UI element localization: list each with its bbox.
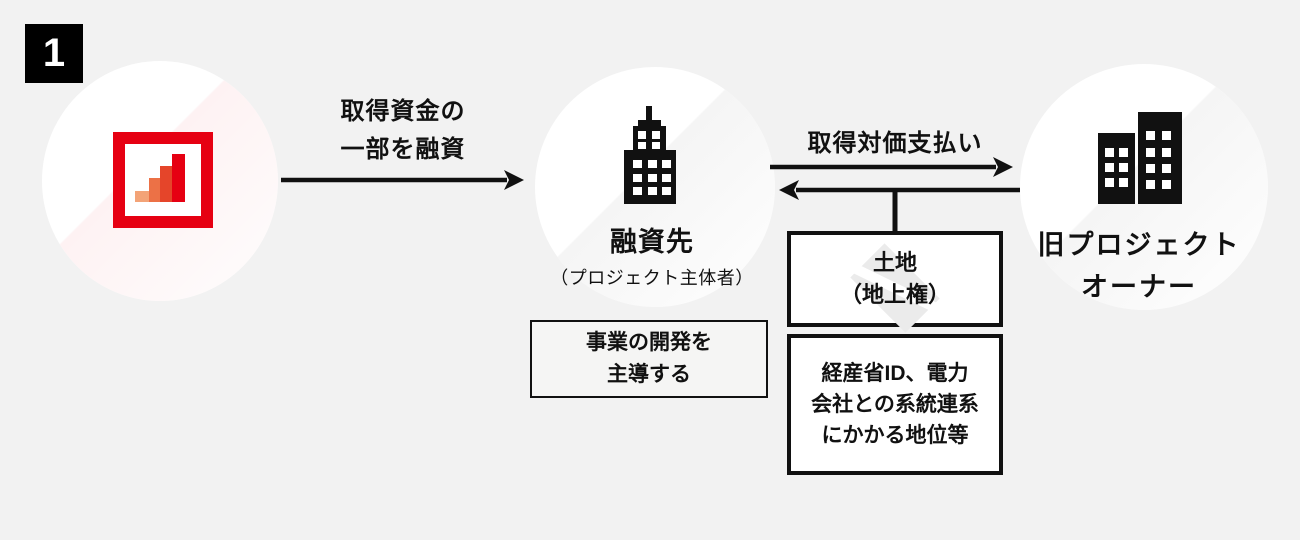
rights-transfer-box: 経産省ID、電力 会社との系統連系 にかかる地位等 [787, 334, 1003, 475]
land-transfer-box: 土地 （地上権） [787, 231, 1003, 333]
payment-arrow-label: 取得対価支払い [807, 130, 983, 157]
payment-arrow [770, 157, 1013, 177]
land-transfer-text: 土地 （地上権） [839, 250, 950, 307]
loan-arrow-label: 取得資金の 一部を融資 [340, 98, 466, 163]
loan-arrow [281, 170, 524, 190]
borrower-role-box: 事業の開発を 主導する [530, 320, 768, 398]
transfer-arrow [779, 180, 1020, 200]
old-owner-title: 旧プロジェクト オーナー [1037, 230, 1241, 302]
twin-buildings-icon [1098, 112, 1182, 204]
borrower-title: 融資先 [610, 227, 694, 257]
bar-chart-logo-icon [113, 132, 213, 228]
rights-transfer-text: 経産省ID、電力 会社との系統連系 にかかる地位等 [811, 362, 979, 447]
borrower-subtitle: （プロジェクト主体者） [550, 268, 754, 288]
borrower-role-text: 事業の開発を 主導する [586, 331, 712, 386]
office-building-icon [624, 106, 676, 204]
step-number-badge: 1 [25, 24, 83, 83]
